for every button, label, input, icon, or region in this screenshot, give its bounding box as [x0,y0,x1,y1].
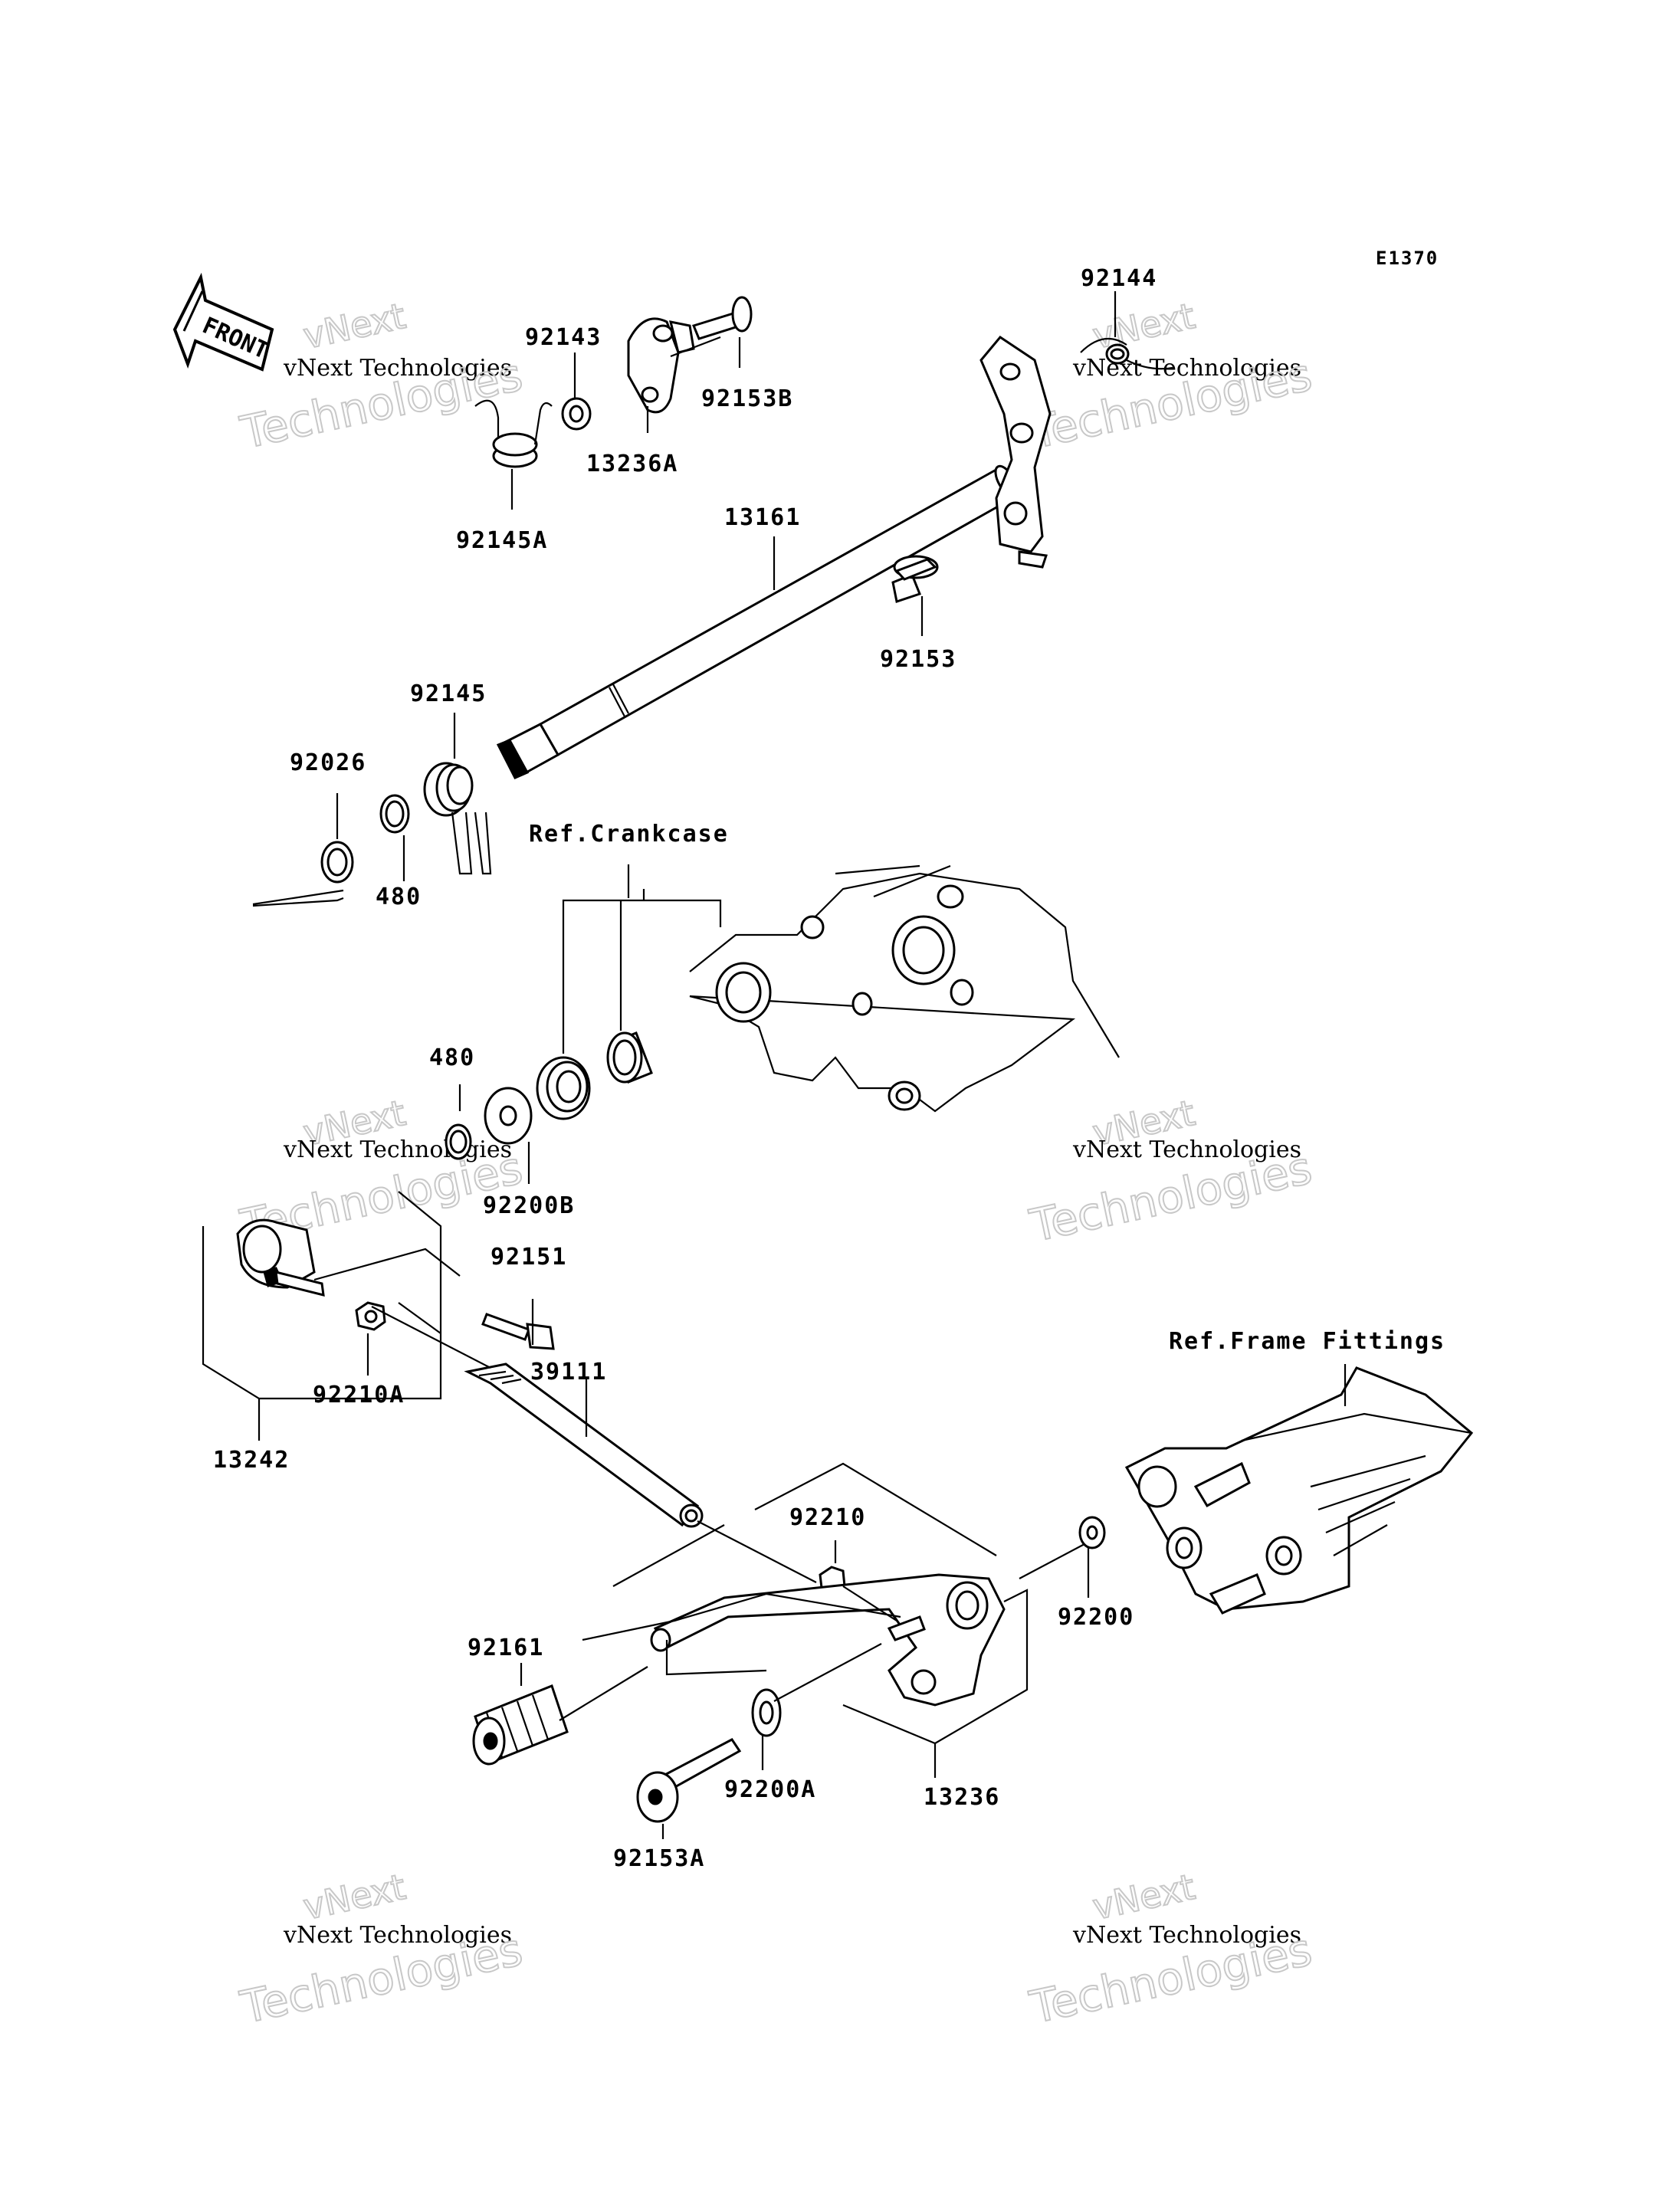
watermark-bottom-right: vNext vNext Technologies Technologies [1025,1865,1317,2035]
svg-text:vNext: vNext [1089,1866,1199,1928]
front-arrow-icon: FRONT [172,272,274,372]
label-13236A: 13236A [586,451,678,477]
part-13236-shift-pedal [650,1573,1006,1707]
part-480-circlip-top [379,794,410,834]
label-13161: 13161 [724,504,801,531]
label-480-mid: 480 [429,1044,475,1071]
label-92161: 92161 [468,1635,544,1661]
part-92153B-bolt [691,296,753,340]
label-13236: 13236 [924,1784,1000,1811]
part-92151-bolt [481,1313,555,1350]
svg-text:vNext Technologies: vNext Technologies [283,355,512,382]
part-92200A-washer [751,1688,782,1737]
part-13236A-lever [627,317,695,414]
svg-text:vNext: vNext [1089,295,1199,357]
part-92161-pedal-rubber [472,1684,569,1766]
part-oil-seal [536,1056,591,1120]
label-92200A: 92200A [724,1776,816,1803]
part-92210A-nut [355,1301,386,1331]
label-92143: 92143 [525,324,602,351]
label-92153A: 92153A [613,1845,705,1872]
label-92145: 92145 [410,680,487,707]
label-92145A: 92145A [456,527,548,554]
shift-arm-bracket [979,336,1052,569]
label-92151: 92151 [491,1244,567,1271]
part-92143-collar [561,397,592,431]
part-39111-tie-rod [464,1362,704,1528]
crankcase-reference [689,864,1120,1113]
watermark-bottom-left: vNext vNext Technologies Technologies [235,1865,528,2035]
svg-text:vNext Technologies: vNext Technologies [1072,1922,1301,1949]
part-92200B-washer [484,1087,533,1145]
part-92145-spring [423,762,492,875]
label-92153: 92153 [880,646,956,673]
part-92200-washer [1078,1516,1106,1549]
label-92210A: 92210A [313,1382,405,1408]
label-92200: 92200 [1058,1604,1134,1631]
part-92145A-spring [474,399,553,468]
label-ref-frame-fittings: Ref.Frame Fittings [1169,1328,1445,1355]
label-92144: 92144 [1081,265,1157,292]
watermark-mid-right: vNext vNext Technologies Technologies [1025,1091,1317,1253]
label-92026: 92026 [290,749,366,776]
svg-text:vNext Technologies: vNext Technologies [1072,1136,1301,1163]
part-92144-spring [1080,337,1173,370]
part-92153A-pivot-bolt [636,1738,742,1823]
label-480-top: 480 [376,884,422,910]
diagram-id: E1370 [1376,248,1439,269]
part-480-circlip-mid [445,1123,472,1160]
label-92153B: 92153B [701,385,793,412]
part-13242-tie-rod-joint [236,1218,325,1297]
label-92200B: 92200B [483,1192,575,1219]
part-92153-bolt [891,555,939,603]
frame-fittings-reference [1124,1366,1474,1615]
label-92210: 92210 [789,1504,866,1531]
svg-text:vNext Technologies: vNext Technologies [283,1922,512,1949]
leader-lines [202,291,1347,1839]
part-92026-washer [320,841,354,884]
watermark-top-left: vNext vNext Technologies Technologies [235,294,528,460]
svg-text:vNext: vNext [300,295,409,357]
svg-text:vNext Technologies: vNext Technologies [283,1136,512,1163]
watermark-top-right: vNext vNext Technologies Technologies [1025,294,1317,460]
part-needle-bearing [606,1031,653,1084]
watermark-mid-left: vNext vNext Technologies Technologies [235,1091,528,1253]
label-ref-crankcase: Ref.Crankcase [529,821,729,848]
label-13242: 13242 [213,1447,290,1474]
svg-text:vNext: vNext [300,1866,409,1928]
label-39111: 39111 [530,1359,607,1385]
